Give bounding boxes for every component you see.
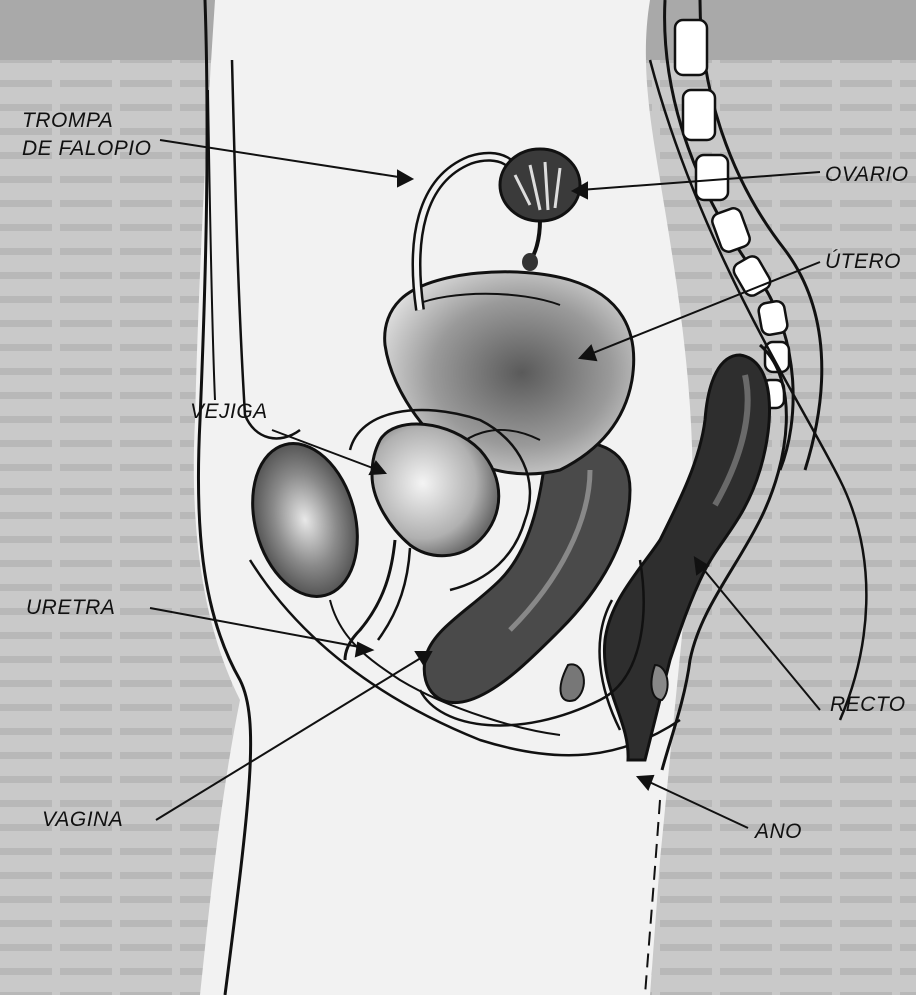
label-ovario: OVARIO xyxy=(825,163,909,186)
label-vejiga: VEJIGA xyxy=(190,400,268,423)
label-recto: RECTO xyxy=(830,693,906,716)
label-uretra: URETRA xyxy=(26,596,115,619)
label-ano: ANO xyxy=(753,820,802,843)
label-vagina: VAGINA xyxy=(42,808,123,831)
label-utero: ÚTERO xyxy=(825,250,901,273)
label-trompa-line1: TROMPA xyxy=(22,109,113,132)
label-trompa-line2: DE FALOPIO xyxy=(22,137,151,160)
